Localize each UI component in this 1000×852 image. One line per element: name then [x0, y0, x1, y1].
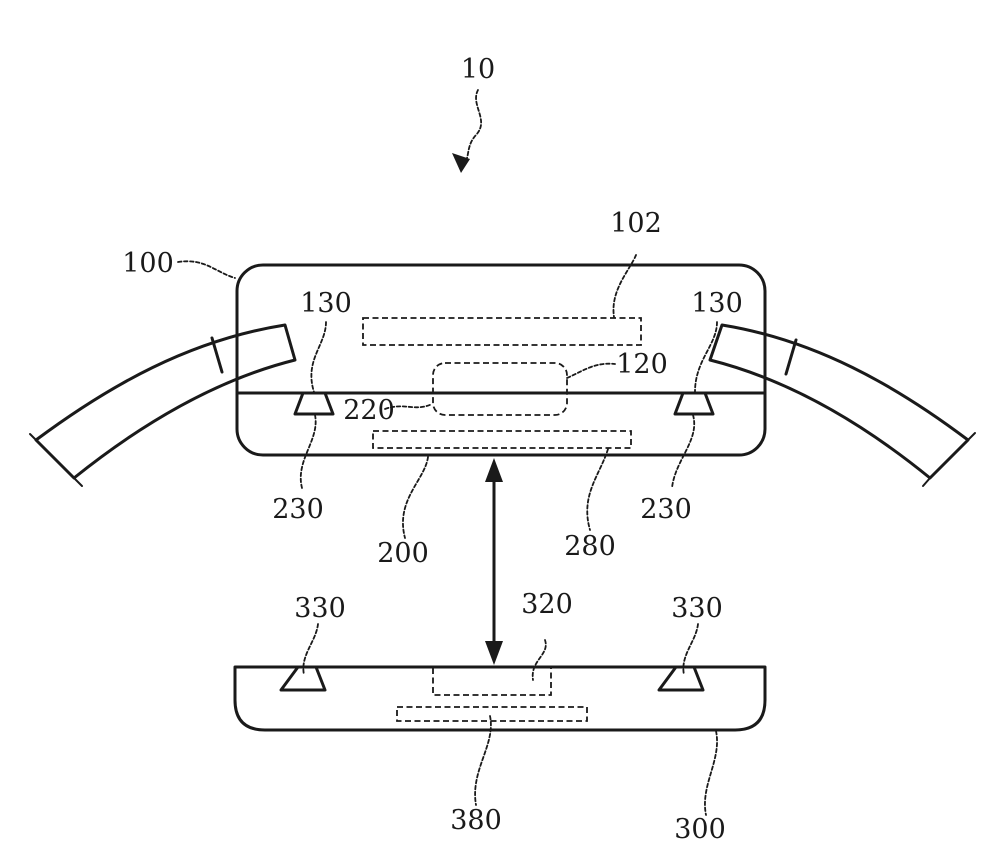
- leader-230-left: [299, 414, 317, 489]
- right-band-cut-marks: [922, 432, 976, 487]
- label-coil-lower: 280: [564, 531, 616, 562]
- leader-130-right: [694, 321, 718, 393]
- leader-300: [704, 730, 718, 816]
- leader-130-left: [310, 321, 327, 393]
- assembly-pointer-arrowhead: [452, 153, 470, 173]
- label-charger-coil: 380: [450, 805, 502, 836]
- charger-base: [233, 665, 767, 732]
- label-assembly: 10: [461, 54, 495, 85]
- alignment-arrow: [485, 458, 503, 665]
- device-housing: [235, 263, 767, 457]
- label-latch-receiver-right: 330: [671, 593, 723, 624]
- label-display-region: 102: [610, 208, 662, 239]
- module-120: [432, 362, 568, 416]
- right-band: [708, 323, 976, 487]
- left-band-cut-marks: [29, 433, 83, 487]
- label-charger-module: 320: [521, 589, 573, 620]
- leader-102: [612, 254, 637, 318]
- latch-left: [293, 391, 335, 416]
- display-region-102: [362, 317, 642, 346]
- leader-100: [177, 260, 236, 279]
- leader-230-right: [671, 414, 696, 489]
- left-band: [29, 323, 297, 487]
- leader-280: [586, 448, 609, 531]
- assembly-pointer: [452, 89, 482, 173]
- alignment-arrow-up-head: [485, 458, 503, 482]
- leader-200: [402, 456, 429, 539]
- label-charger-base: 300: [674, 814, 726, 845]
- latch-receiver-right: [657, 665, 705, 692]
- latch-right: [673, 391, 715, 416]
- leader-120: [566, 362, 616, 379]
- label-attachment-right: 130: [691, 288, 743, 319]
- label-back-cover: 200: [377, 538, 429, 569]
- leader-330-left: [302, 623, 319, 676]
- label-device-housing: 100: [122, 248, 174, 279]
- coil-280: [372, 430, 632, 449]
- charger-coil-380: [396, 706, 588, 722]
- label-module: 120: [616, 349, 668, 380]
- leader-330-right: [682, 623, 699, 676]
- label-coil-upper: 220: [343, 395, 395, 426]
- label-latch-receiver-left: 330: [294, 593, 346, 624]
- leader-220: [384, 403, 433, 410]
- label-latch-left: 230: [272, 494, 324, 525]
- label-attachment-left: 130: [300, 288, 352, 319]
- label-latch-right: 230: [640, 494, 692, 525]
- right-band-segment-line: [784, 338, 798, 376]
- charger-module-320: [432, 666, 552, 696]
- alignment-arrow-down-head: [485, 641, 503, 665]
- leader-380: [474, 715, 492, 806]
- left-band-segment-line: [210, 336, 224, 374]
- leader-320: [531, 639, 547, 681]
- latch-receiver-left: [279, 665, 327, 692]
